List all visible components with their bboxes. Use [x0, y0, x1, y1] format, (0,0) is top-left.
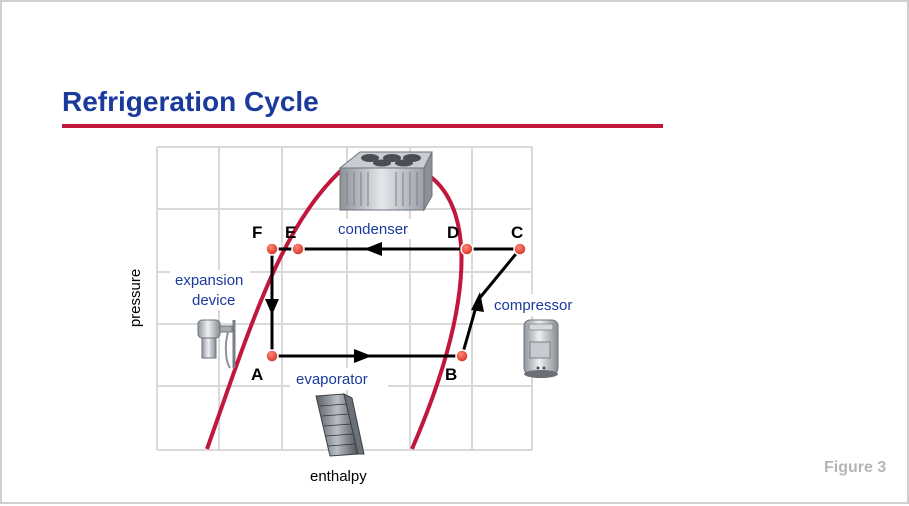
point-d-label: D [447, 223, 459, 242]
point-b-marker [455, 349, 469, 363]
compressor-label: compressor [494, 297, 572, 314]
point-a-label: A [251, 365, 263, 384]
point-a-marker [265, 349, 279, 363]
flow-arrow-evaporating [354, 349, 372, 363]
point-f-label: F [252, 223, 262, 242]
title-underline [62, 124, 663, 128]
expansion-device-label-line2: device [192, 292, 235, 309]
point-b-label: B [445, 365, 457, 384]
point-d-marker [460, 242, 474, 256]
compressor-icon [523, 319, 559, 378]
x-axis-label: enthalpy [310, 468, 367, 485]
condenser-label: condenser [338, 221, 408, 238]
y-axis-label: pressure [127, 269, 144, 327]
slide-title: Refrigeration Cycle [62, 86, 319, 117]
saturated-liquid-curve [205, 163, 349, 450]
saturated-vapor-curve [410, 172, 464, 450]
point-e-marker [291, 242, 305, 256]
flow-arrow-compression [471, 292, 484, 312]
condenser-unit-icon [338, 151, 433, 212]
evaporator-label: evaporator [296, 371, 368, 388]
flow-arrow-condensing [364, 242, 382, 256]
figure-label: Figure 3 [824, 459, 887, 476]
flow-arrow-expansion [265, 299, 279, 315]
point-c-marker [513, 242, 527, 256]
point-e-label: E [285, 223, 296, 242]
evaporator-coil-icon [315, 393, 365, 457]
point-f-marker [265, 242, 279, 256]
expansion-device-label-line1: expansion [175, 272, 243, 289]
point-c-label: C [511, 223, 523, 242]
expansion-valve-icon [197, 319, 236, 369]
